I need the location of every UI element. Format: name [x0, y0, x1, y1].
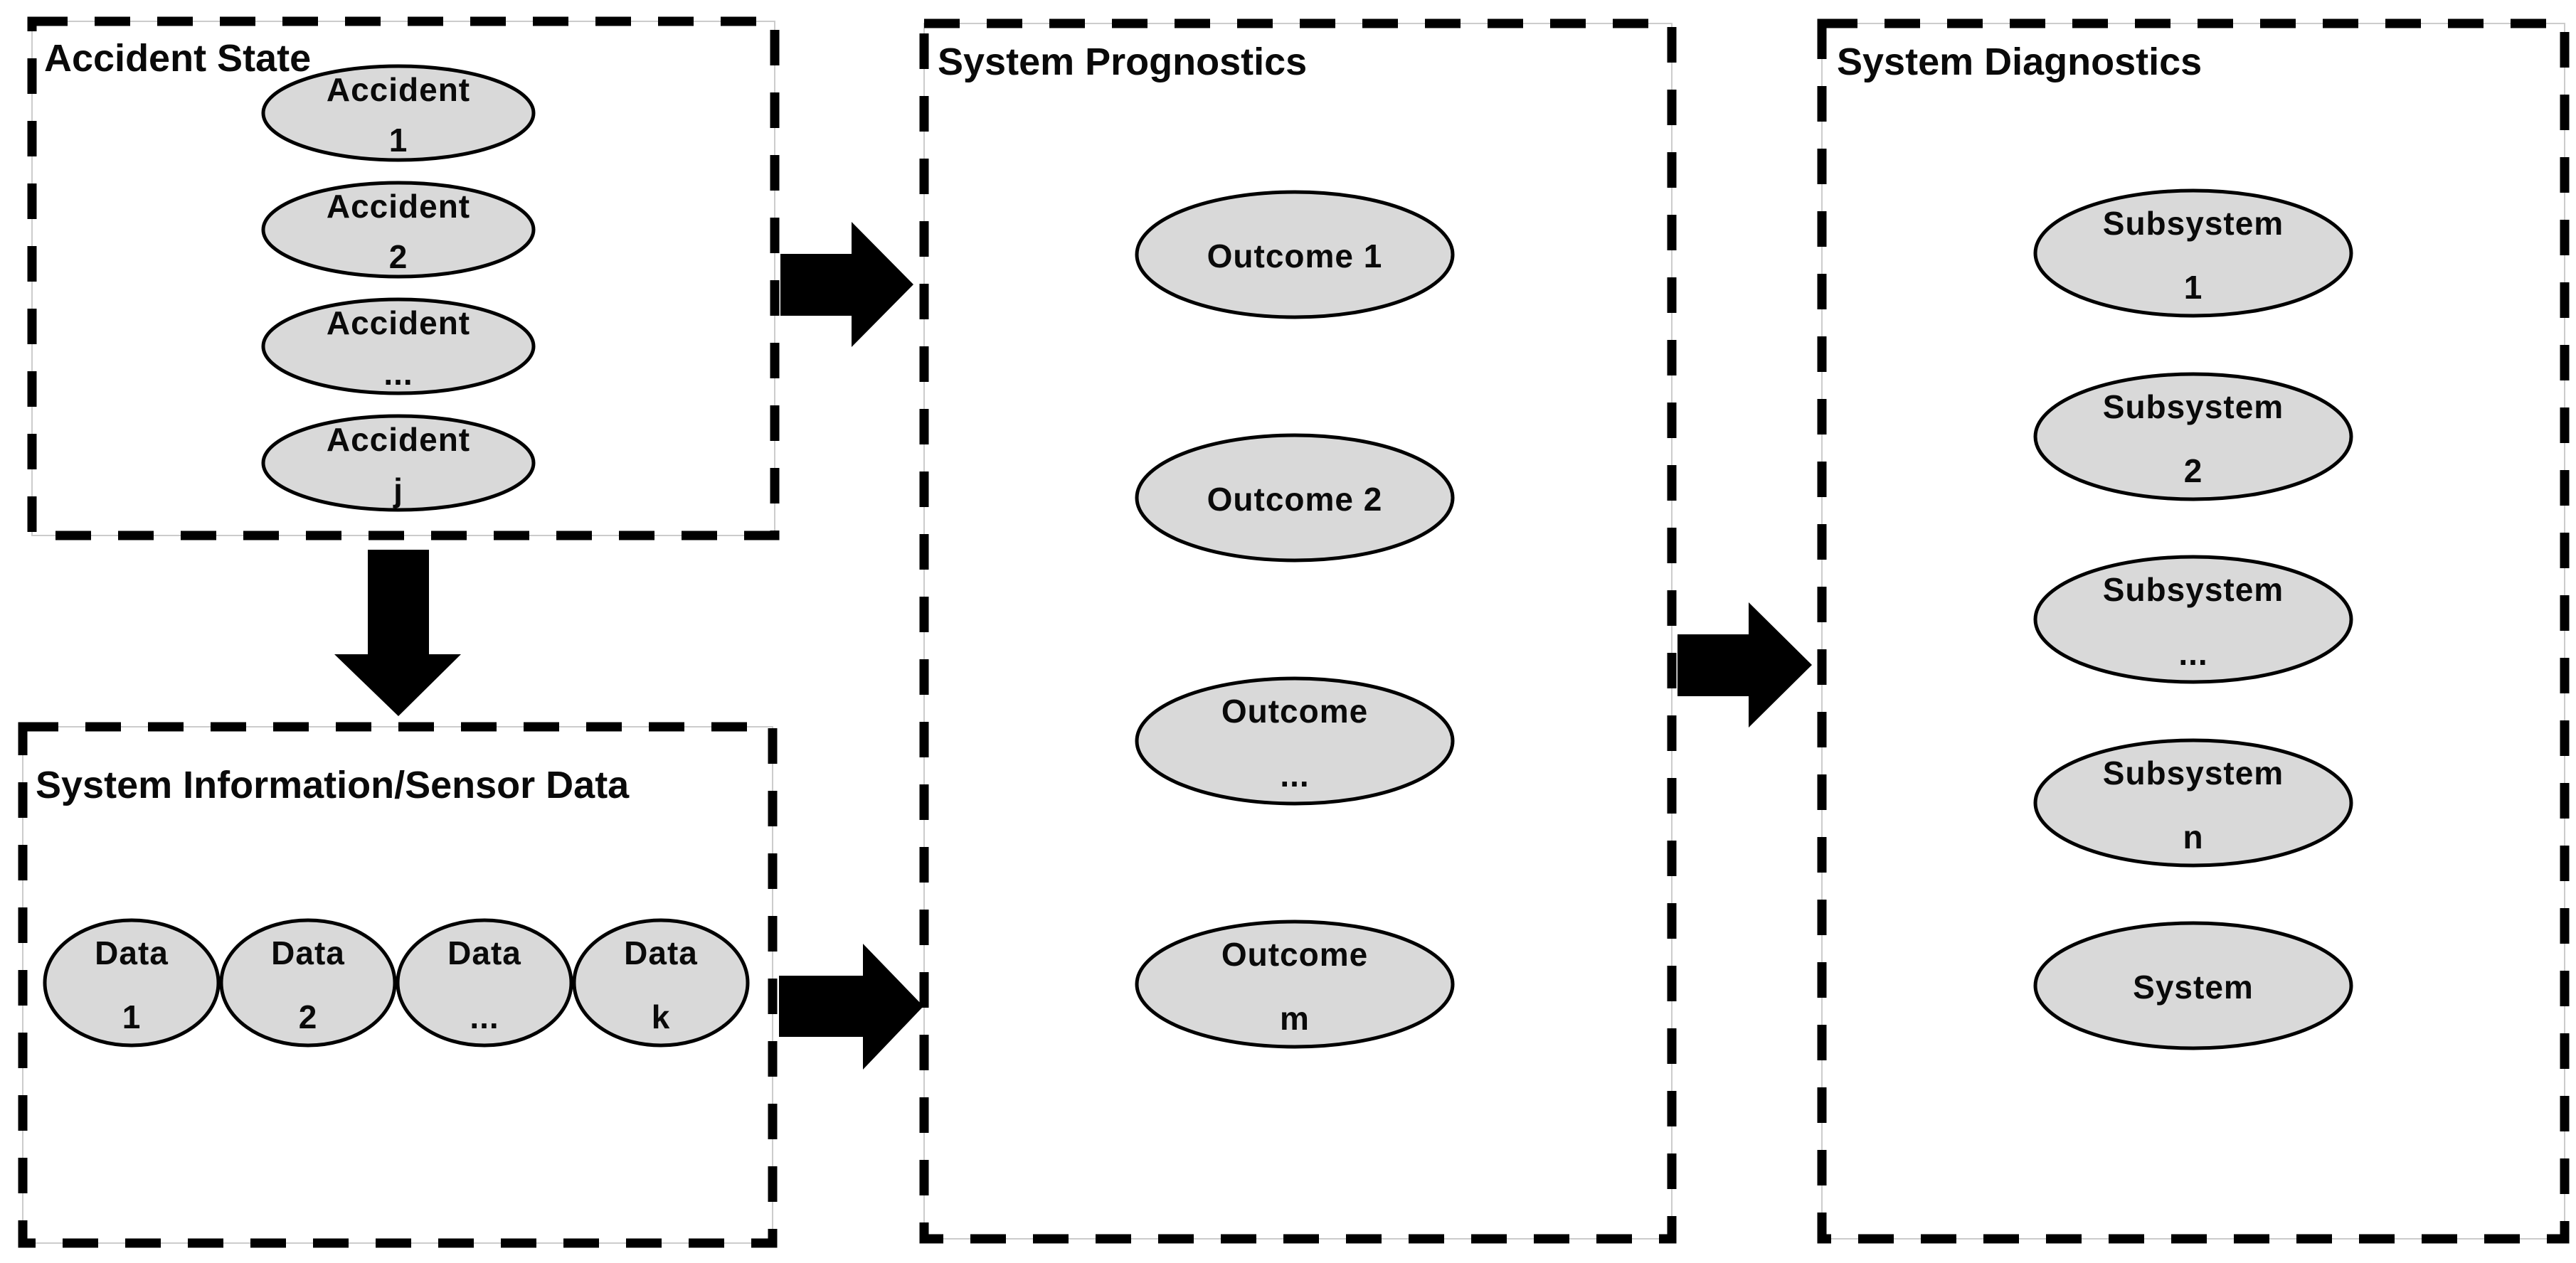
arrow-accident-to-prognostics-icon — [780, 222, 913, 347]
accident-node-1-label-line1: Accident — [327, 71, 470, 108]
data-node-k-label-line2: k — [652, 998, 671, 1035]
system-diagnostics-box-border — [1817, 18, 2570, 1244]
outcome-node-m-ellipse — [1135, 920, 1455, 1049]
data-node-ellipsis-label-line2: ... — [470, 998, 499, 1035]
arrow-sensor-data-to-prognostics-icon — [779, 944, 923, 1070]
arrow-prognostics-to-diagnostics-icon — [1677, 602, 1812, 728]
outcome-node-m-label-line2: m — [1280, 1000, 1310, 1037]
subsystem-node-ellipsis-label-line2: ... — [2178, 635, 2207, 672]
accident-node-2-label-line2: 2 — [389, 238, 408, 275]
subsystem-node-n-ellipse — [2033, 738, 2353, 868]
accident-node-j-label-line1: Accident — [327, 421, 470, 458]
accident-node-ellipsis-ellipse — [261, 297, 536, 395]
data-node-ellipsis: Data ... — [396, 918, 573, 1048]
accident-node-1: Accident 1 — [261, 64, 536, 162]
subsystem-node-2: Subsystem 2 — [2033, 372, 2353, 501]
data-node-k-label-line1: Data — [624, 934, 698, 971]
subsystem-node-1: Subsystem 1 — [2033, 188, 2353, 318]
subsystem-node-2-label-line2: 2 — [2184, 452, 2203, 489]
data-node-2-label-line2: 2 — [299, 998, 318, 1035]
accident-node-ellipsis: Accident ... — [261, 297, 536, 395]
system-node-ellipse — [2033, 921, 2353, 1050]
accident-node-2: Accident 2 — [261, 181, 536, 279]
data-node-2: Data 2 — [219, 918, 397, 1048]
accident-state-box-border — [27, 16, 780, 540]
subsystem-node-n-label-line2: n — [2183, 819, 2203, 856]
outcome-node-1-ellipse — [1135, 190, 1455, 319]
system-prognostics-box-border — [919, 18, 1677, 1244]
outcome-node-1: Outcome 1 — [1135, 190, 1455, 319]
accident-node-j-ellipse — [261, 414, 536, 512]
accident-state-title: Accident State — [44, 37, 311, 80]
accident-node-ellipsis-label-line1: Accident — [327, 304, 470, 341]
subsystem-node-1-label-line2: 1 — [2184, 269, 2203, 306]
outcome-node-ellipsis-label-line1: Outcome — [1221, 693, 1368, 730]
outcome-node-1-label: Outcome 1 — [1207, 238, 1383, 275]
system-diagnostics-box: System Diagnostics Subsystem 1 Subsystem… — [1817, 18, 2570, 1244]
outcome-node-ellipsis-ellipse — [1135, 676, 1455, 806]
data-node-ellipsis-ellipse — [396, 918, 573, 1048]
accident-state-box: Accident State Accident 1 Accident 2 Acc… — [27, 16, 780, 540]
sensor-data-box: System Information/Sensor Data Data 1 Da… — [18, 722, 778, 1248]
accident-node-2-ellipse — [261, 181, 536, 279]
subsystem-node-2-ellipse — [2033, 372, 2353, 501]
accident-node-j: Accident j — [261, 414, 536, 512]
system-node-label: System — [2133, 969, 2254, 1006]
data-node-2-ellipse — [219, 918, 397, 1048]
data-node-k: Data k — [572, 918, 750, 1048]
arrow-accident-to-sensor-data-icon — [334, 550, 461, 716]
data-node-k-ellipse — [572, 918, 750, 1048]
subsystem-node-1-ellipse — [2033, 188, 2353, 318]
accident-node-1-label-line2: 1 — [389, 122, 408, 159]
outcome-node-2: Outcome 2 — [1135, 433, 1455, 563]
subsystem-node-ellipsis: Subsystem ... — [2033, 555, 2353, 684]
system-diagnostics-title: System Diagnostics — [1837, 41, 2202, 83]
outcome-node-ellipsis-label-line2: ... — [1280, 757, 1309, 794]
data-node-1-label-line1: Data — [95, 934, 169, 971]
subsystem-node-1-label-line1: Subsystem — [2103, 205, 2284, 242]
accident-node-2-label-line1: Accident — [327, 188, 470, 225]
outcome-node-2-ellipse — [1135, 433, 1455, 563]
data-node-2-label-line1: Data — [271, 934, 345, 971]
data-node-1-label-line2: 1 — [122, 998, 142, 1035]
data-node-ellipsis-label-line1: Data — [447, 934, 521, 971]
accident-node-ellipsis-label-line2: ... — [383, 355, 413, 392]
data-node-1-ellipse — [43, 918, 221, 1048]
outcome-node-m-label-line1: Outcome — [1221, 936, 1368, 973]
data-node-1: Data 1 — [43, 918, 221, 1048]
outcome-node-2-label: Outcome 2 — [1207, 481, 1383, 518]
subsystem-node-ellipsis-ellipse — [2033, 555, 2353, 684]
outcome-node-ellipsis: Outcome ... — [1135, 676, 1455, 806]
system-prognostics-box: System Prognostics Outcome 1 Outcome 2 O… — [919, 18, 1677, 1244]
outcome-node-m: Outcome m — [1135, 920, 1455, 1049]
system-prognostics-title: System Prognostics — [938, 41, 1307, 83]
accident-node-1-ellipse — [261, 64, 536, 162]
system-node: System — [2033, 921, 2353, 1050]
sensor-data-box-border — [18, 722, 778, 1248]
subsystem-node-2-label-line1: Subsystem — [2103, 388, 2284, 425]
subsystem-node-ellipsis-label-line1: Subsystem — [2103, 571, 2284, 608]
accident-node-j-label-line2: j — [393, 471, 403, 508]
sensor-data-title: System Information/Sensor Data — [36, 764, 630, 806]
subsystem-node-n-label-line1: Subsystem — [2103, 755, 2284, 792]
subsystem-node-n: Subsystem n — [2033, 738, 2353, 868]
